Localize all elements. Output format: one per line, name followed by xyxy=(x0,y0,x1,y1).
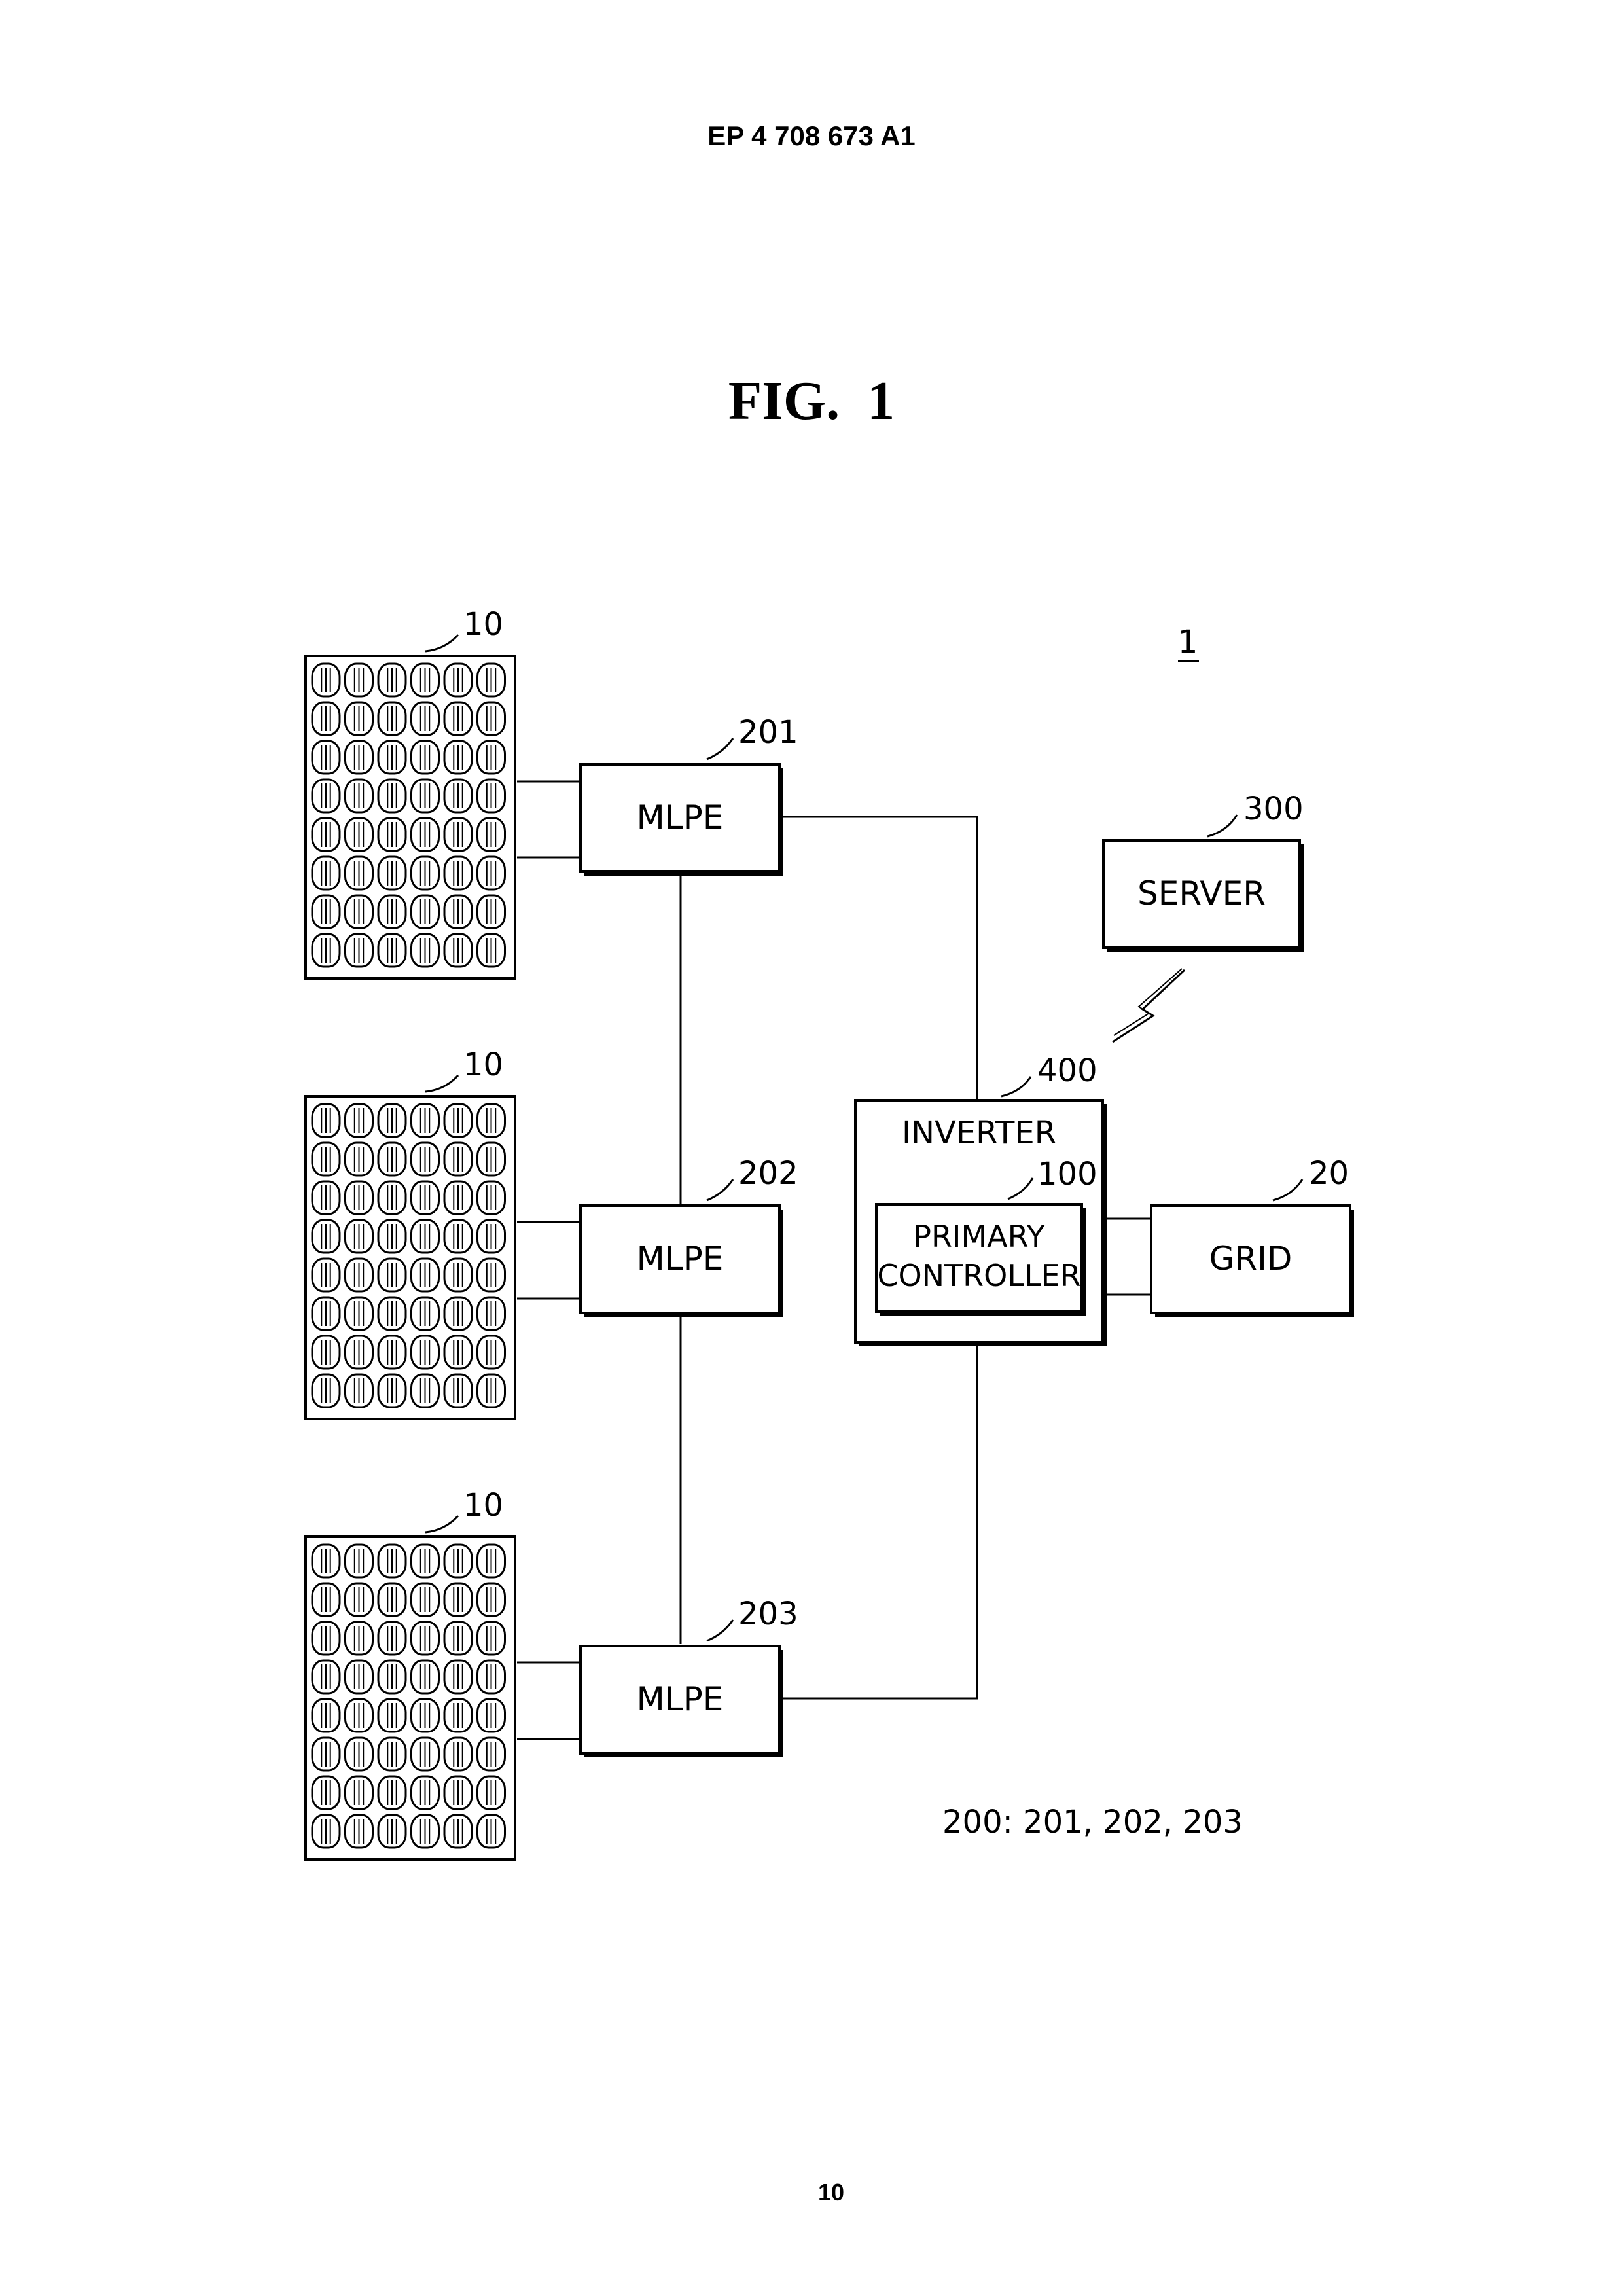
mlpe-203-leader xyxy=(707,1620,733,1641)
grid-label: GRID xyxy=(1209,1240,1293,1278)
solar-panel xyxy=(306,1537,515,1859)
grid-block: GRID 20 xyxy=(1151,1155,1354,1317)
inverter-block: INVERTER 400 PRIMARY CONTROLLER 100 xyxy=(855,1052,1107,1346)
panel-1-reference: 10 xyxy=(463,606,503,643)
mlpe-202-label: MLPE xyxy=(637,1240,724,1278)
panel-3-leader xyxy=(425,1516,458,1532)
server-label: SERVER xyxy=(1137,874,1266,912)
mlpe-202-leader xyxy=(707,1179,733,1200)
primary-controller-label-line1: PRIMARY xyxy=(913,1219,1045,1254)
page-number: 10 xyxy=(818,2179,844,2206)
server-leader xyxy=(1207,815,1237,836)
primary-controller-reference: 100 xyxy=(1037,1156,1097,1193)
mlpe-201-leader xyxy=(707,738,733,759)
mlpe-203-label: MLPE xyxy=(637,1680,724,1718)
wire-mlpe203-inverter xyxy=(781,1342,977,1698)
mlpe-202-reference: 202 xyxy=(738,1155,798,1192)
inverter-label: INVERTER xyxy=(902,1115,1056,1151)
figure-title: FIG. 1 xyxy=(728,370,895,431)
mlpe-203-reference: 203 xyxy=(738,1596,798,1632)
wire-mlpe201-inverter xyxy=(781,817,977,1100)
inverter-leader xyxy=(1001,1077,1031,1096)
server-block: SERVER 300 xyxy=(1103,791,1304,952)
solar-panel xyxy=(306,1096,515,1419)
panel-2-reference: 10 xyxy=(463,1047,503,1083)
lightning-bolt-icon xyxy=(1113,970,1185,1042)
grid-leader xyxy=(1273,1179,1302,1200)
inverter-reference: 400 xyxy=(1037,1052,1097,1089)
mlpe-201-block: MLPE 201 xyxy=(580,714,798,876)
mlpe-201-reference: 201 xyxy=(738,714,798,751)
panel-1-leader xyxy=(425,635,458,651)
primary-controller-label-line2: CONTROLLER xyxy=(877,1258,1080,1293)
panel-2-leader xyxy=(425,1075,458,1092)
mlpe-203-block: MLPE 203 xyxy=(580,1596,798,1757)
server-reference: 300 xyxy=(1243,791,1304,827)
mlpe-201-label: MLPE xyxy=(637,798,724,836)
lightning-bolt-icon-edge xyxy=(1114,969,1182,1035)
publication-number: EP 4 708 673 A1 xyxy=(707,120,916,151)
solar-panel xyxy=(306,656,515,978)
mlpe-202-block: MLPE 202 xyxy=(580,1155,798,1317)
panel-3-reference: 10 xyxy=(463,1487,503,1524)
grid-reference: 20 xyxy=(1309,1155,1349,1192)
system-reference: 1 xyxy=(1178,624,1198,660)
mlpe-group-note: 200: 201, 202, 203 xyxy=(942,1804,1243,1840)
